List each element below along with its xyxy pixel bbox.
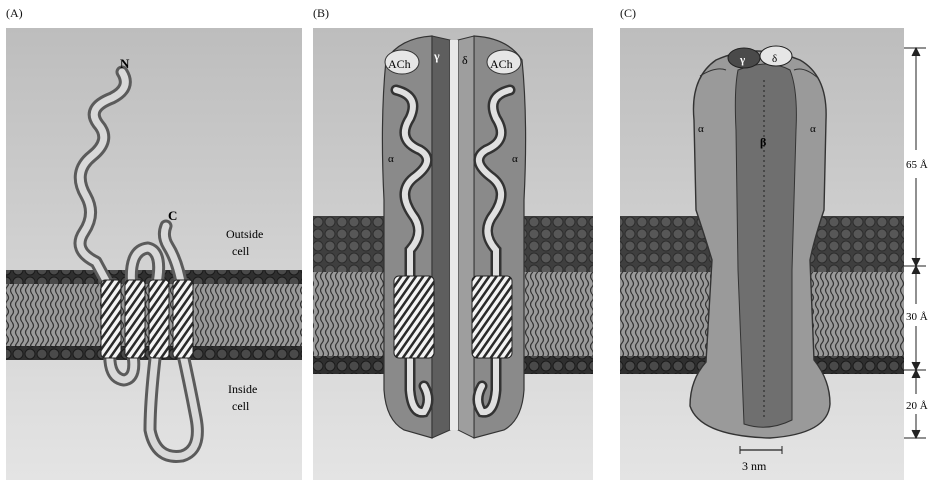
alpha-label-b-left: α: [388, 153, 394, 165]
alpha-label-c-right: α: [810, 123, 816, 135]
helix-m2: [125, 280, 145, 358]
delta-label-c: δ: [772, 53, 777, 65]
dimension-bottom-label: 20 Å: [906, 400, 928, 412]
outside-cell-label-2: cell: [232, 244, 250, 258]
beta-subunit: [735, 64, 796, 427]
panel-c: γ δ α α β 3 nm: [620, 28, 904, 480]
c-terminus-label: C: [168, 208, 177, 223]
panel-a: N C Outside cell Inside cell: [6, 28, 302, 480]
delta-label-b: δ: [462, 53, 468, 67]
helix-bundle-left: [394, 276, 434, 358]
helix-m4: [173, 280, 193, 358]
dimension-top-label: 65 Å: [906, 159, 928, 171]
helix-bundle-right: [472, 276, 512, 358]
ach-label-left: ACh: [388, 57, 411, 71]
n-terminus-label: N: [120, 56, 130, 71]
delta-subunit: [458, 36, 474, 438]
panel-b: ACh ACh γ δ α α: [313, 28, 593, 480]
helix-m1: [101, 280, 121, 358]
ach-label-right: ACh: [490, 57, 513, 71]
inside-cell-label-2: cell: [232, 399, 250, 413]
alpha-label-b-right: α: [512, 153, 518, 165]
dimension-middle-label: 30 Å: [906, 311, 928, 323]
gamma-label-c: γ: [739, 54, 745, 66]
gamma-label-b: γ: [433, 49, 440, 63]
alpha-label-c-left: α: [698, 123, 704, 135]
beta-label-c: β: [760, 135, 766, 149]
inside-cell-label-1: Inside: [228, 382, 257, 396]
scale-bar-label: 3 nm: [742, 459, 767, 473]
gamma-subunit: [432, 36, 450, 438]
outside-cell-label-1: Outside: [226, 227, 263, 241]
helix-m3: [149, 280, 169, 358]
dimension-markers: [904, 48, 926, 438]
